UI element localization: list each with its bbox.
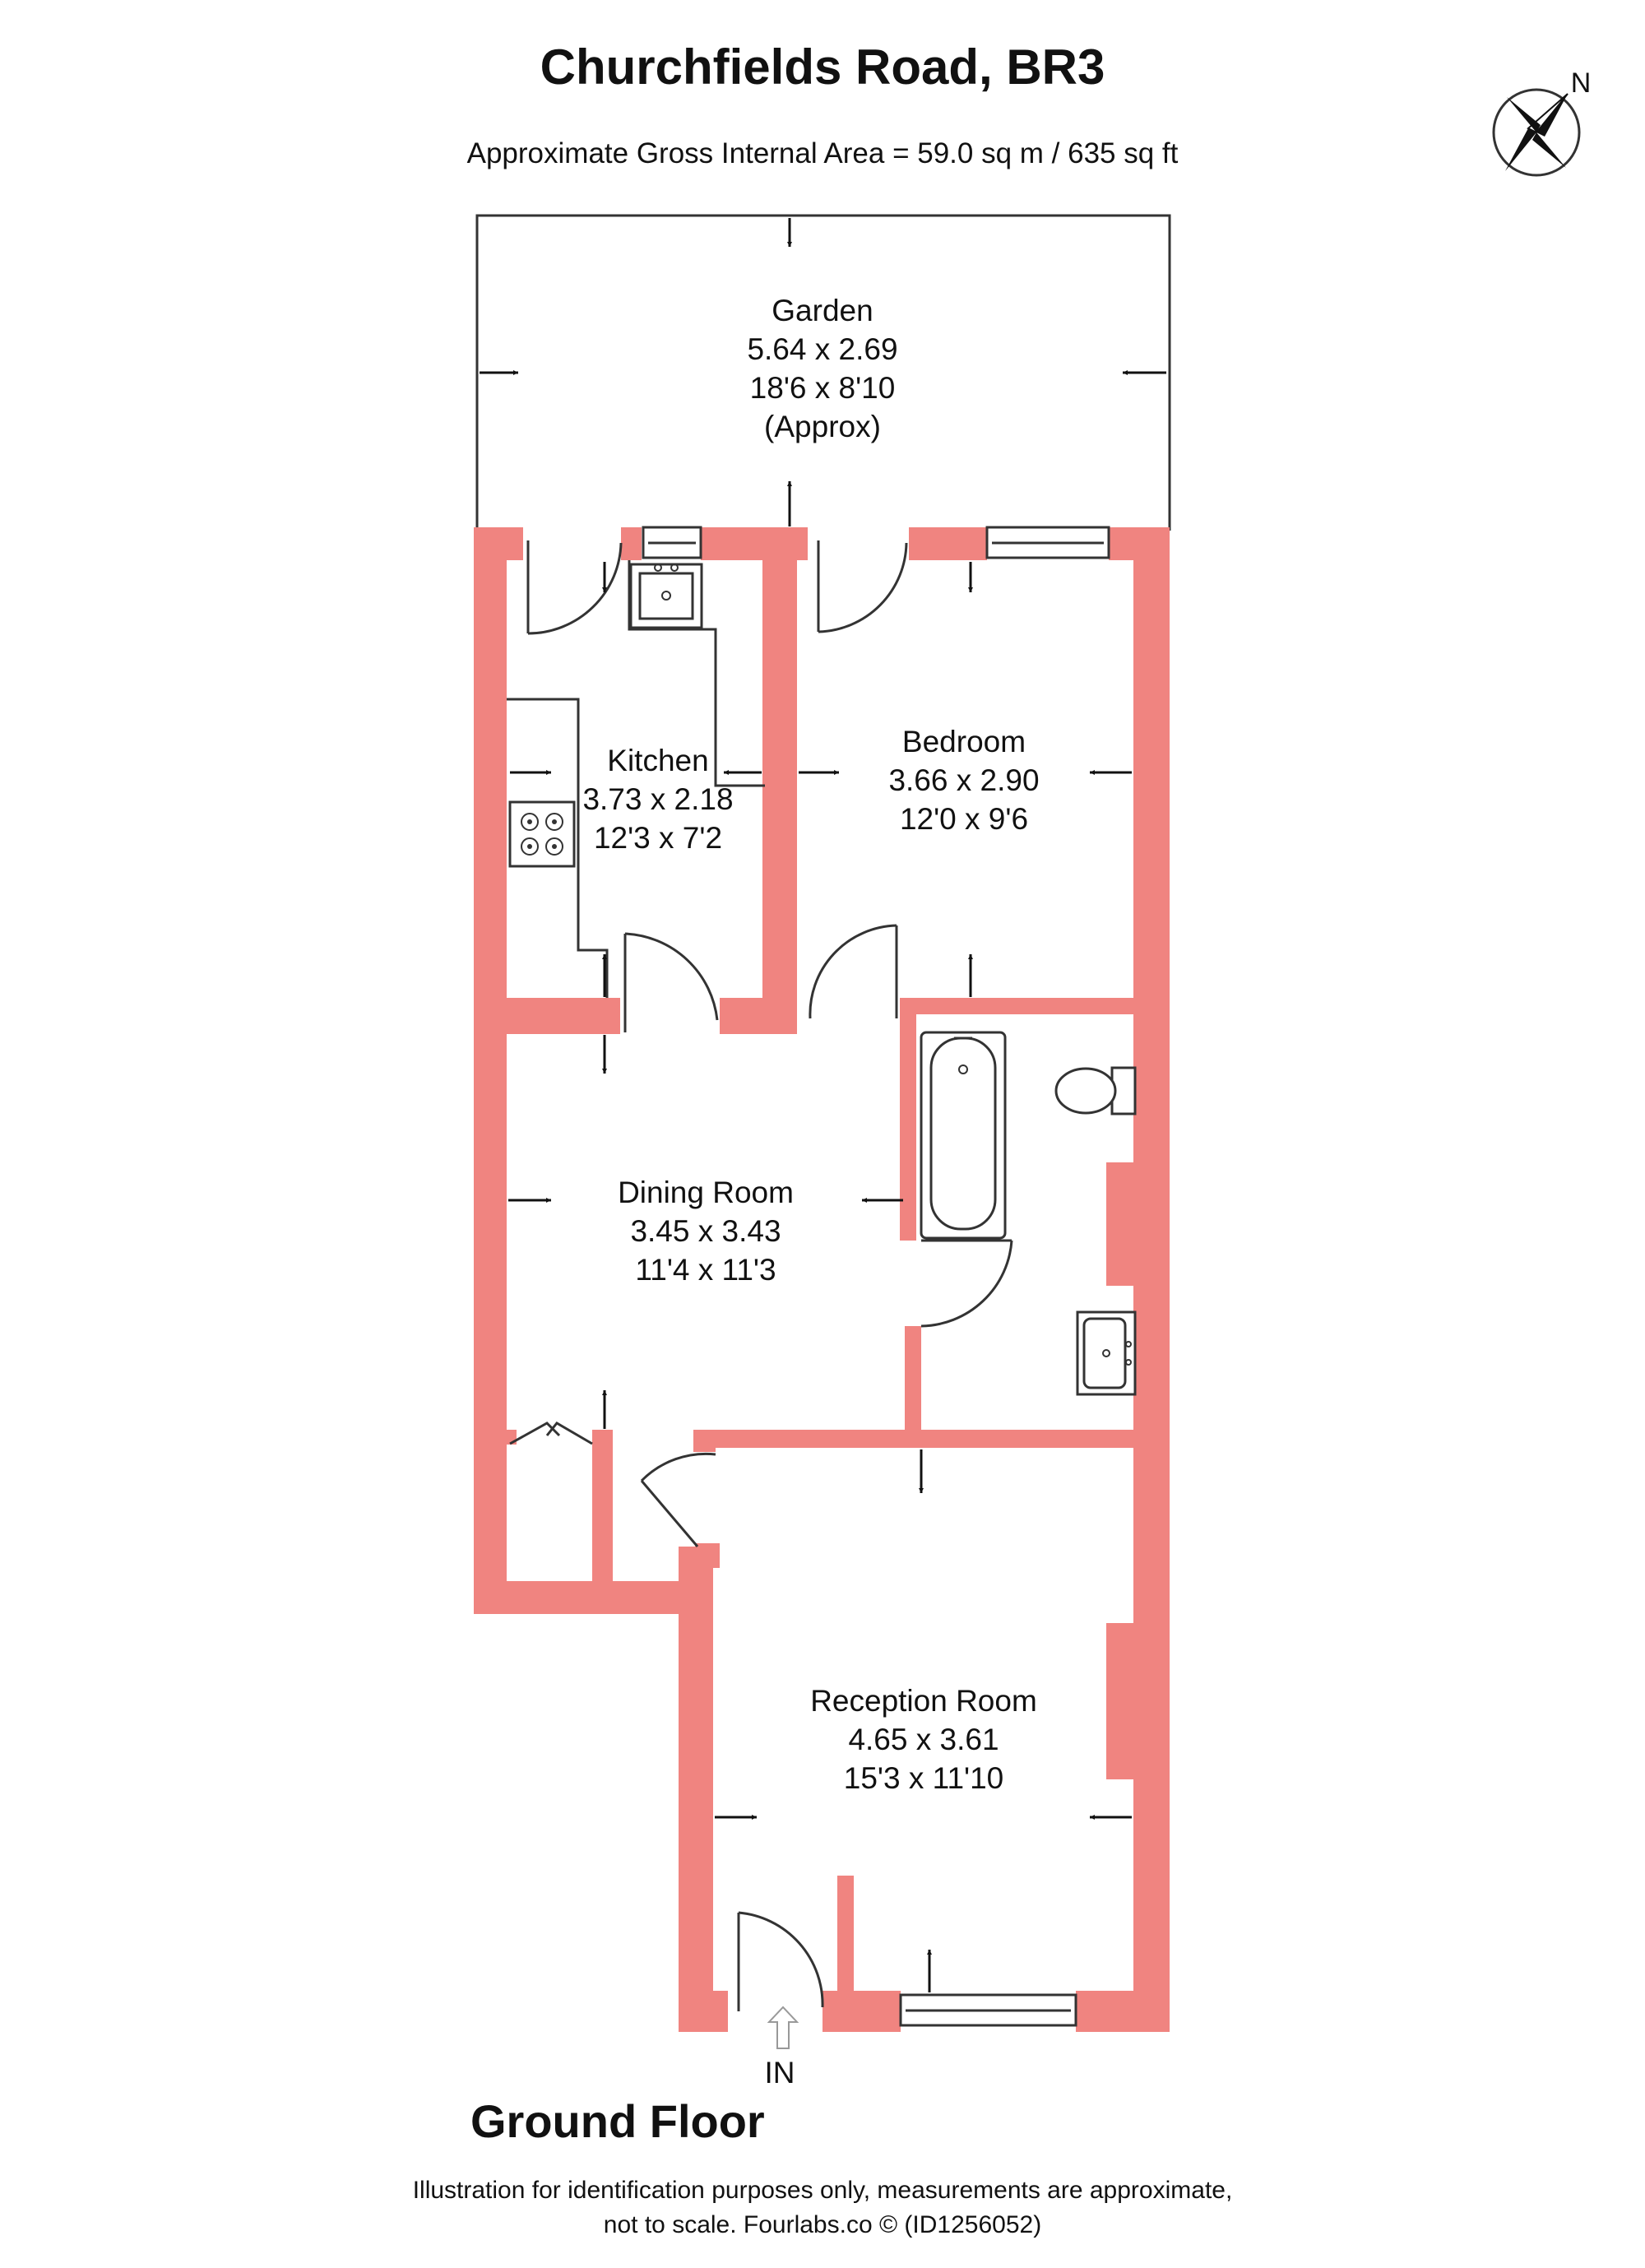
kitchen-label: Kitchen 3.73 x 2.18 12'3 x 7'2 bbox=[582, 744, 733, 855]
reception-room-label: Reception Room 4.65 x 3.61 15'3 x 11'10 bbox=[810, 1684, 1037, 1795]
kitchen-sink-icon bbox=[629, 563, 703, 629]
dining-metric: 3.45 x 3.43 bbox=[630, 1214, 781, 1248]
garden-imperial: 18'6 x 8'10 bbox=[750, 371, 896, 405]
kitchen-imperial: 12'3 x 7'2 bbox=[594, 821, 722, 855]
disclaimer-line-1: Illustration for identification purposes… bbox=[413, 2177, 1233, 2204]
bedroom-label: Bedroom 3.66 x 2.90 12'0 x 9'6 bbox=[888, 725, 1039, 836]
bedroom-name: Bedroom bbox=[902, 725, 1026, 758]
bedroom-metric: 3.66 x 2.90 bbox=[888, 763, 1039, 797]
dining-room-label: Dining Room 3.45 x 3.43 11'4 x 11'3 bbox=[618, 1176, 794, 1287]
dining-name: Dining Room bbox=[618, 1176, 794, 1209]
garden-note: (Approx) bbox=[764, 410, 881, 443]
reception-name: Reception Room bbox=[810, 1684, 1037, 1718]
basin-icon bbox=[1076, 1310, 1137, 1396]
toilet-icon bbox=[1054, 1066, 1137, 1115]
bathtub-icon bbox=[920, 1031, 1007, 1240]
area-subtitle: Approximate Gross Internal Area = 59.0 s… bbox=[467, 137, 1179, 169]
dining-imperial: 11'4 x 11'3 bbox=[635, 1253, 776, 1287]
walls bbox=[474, 527, 1170, 2032]
reception-metric: 4.65 x 3.61 bbox=[848, 1723, 999, 1756]
hob-icon bbox=[508, 800, 576, 868]
windows bbox=[642, 526, 1110, 2027]
kitchen-metric: 3.73 x 2.18 bbox=[582, 782, 733, 816]
garden-outline bbox=[475, 214, 1171, 531]
floor-label: Ground Floor bbox=[470, 2095, 765, 2147]
entrance-arrow-icon bbox=[767, 2006, 799, 2049]
dimension-arrows bbox=[480, 218, 1166, 1992]
plan-title: Churchfields Road, BR3 bbox=[540, 39, 1105, 95]
compass-north-label: N bbox=[1571, 67, 1592, 99]
garden-name: Garden bbox=[772, 294, 873, 327]
kitchen-name: Kitchen bbox=[607, 744, 708, 777]
compass-icon bbox=[1492, 88, 1581, 177]
garden-label: Garden 5.64 x 2.69 18'6 x 8'10 (Approx) bbox=[747, 294, 897, 443]
kitchen-worktop bbox=[507, 560, 765, 998]
doors bbox=[509, 540, 1013, 2011]
bedroom-imperial: 12'0 x 9'6 bbox=[900, 802, 1028, 836]
entrance-label: IN bbox=[765, 2056, 795, 2089]
disclaimer-line-2: not to scale. Fourlabs.co © (ID1256052) bbox=[604, 2211, 1041, 2238]
garden-metric: 5.64 x 2.69 bbox=[747, 332, 897, 366]
reception-imperial: 15'3 x 11'10 bbox=[844, 1761, 1004, 1795]
